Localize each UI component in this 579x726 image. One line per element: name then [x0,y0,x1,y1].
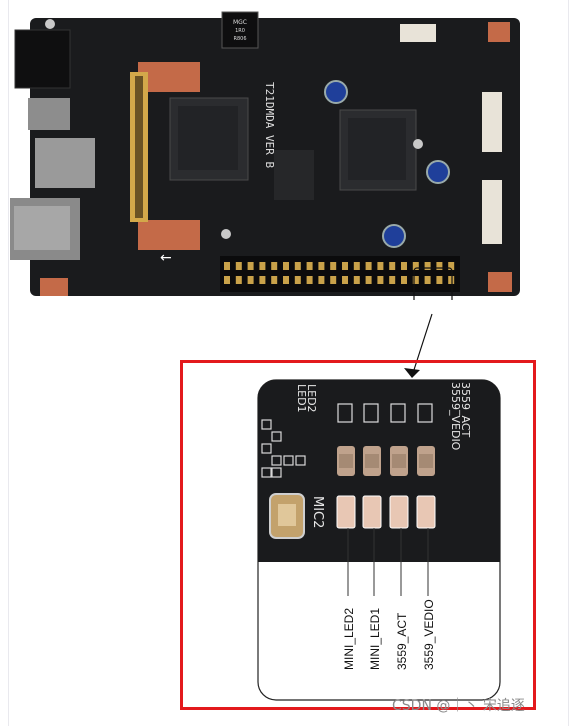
smd-pad [271,467,282,478]
header-pin [294,276,301,284]
header-pin [365,262,372,270]
smd-pad [261,467,272,478]
header-pin [401,262,407,270]
header-pin [448,276,455,284]
led-chip [362,495,382,529]
frame-left-line [8,0,9,726]
header-pin [330,276,337,284]
led-highlight-box [413,267,453,300]
header-pin [424,262,431,270]
label-mini-led2: MINI_LED2 [342,607,356,670]
header-pin [412,276,419,284]
label-3559-vedio: 3559_VEDIO [422,599,436,670]
sd-slot [35,138,95,188]
smd-pad [271,455,282,466]
header-pin [247,262,254,270]
silk-led1: LED1 [295,384,308,413]
header-pin [424,276,431,284]
csdn-watermark: CSDN @｜丶 宋追逐 [392,698,525,714]
silk-3559-vedio: 3559_VEDIO [449,382,462,451]
frame-right-line [568,0,569,726]
header-pin [342,276,348,284]
header-pin [283,262,289,270]
silk-mic2: MIC2 [310,496,325,528]
inductor-marking-mid: 1R0 [235,28,245,34]
header-pin [224,262,230,270]
header-pin [353,262,360,270]
hdmi-port [28,98,70,130]
header-pin [259,262,266,270]
svg-text:←: ← [160,250,172,266]
board-silk-text: T21DMDA VER B [263,82,276,168]
header-pin [318,276,325,284]
header-pin [401,276,407,284]
led-outline [417,403,433,423]
header-pin [412,262,419,270]
header-pin [436,276,443,284]
smd-pad [271,431,282,442]
header-pin [436,262,443,270]
header-pin [389,262,396,270]
dc-jack [14,29,71,89]
header-pin [365,276,372,284]
led-chip [389,495,409,529]
led-chip [416,495,436,529]
header-pin [283,276,289,284]
header-pin [306,276,313,284]
header-pin [342,262,348,270]
header-pin [377,262,384,270]
zoom-red-frame [180,360,536,710]
led-chip [336,495,356,529]
header-pin [448,262,455,270]
led-outline [363,403,379,423]
header-pin [271,262,278,270]
header-pin [353,276,360,284]
silk-led2: LED2 [305,384,318,413]
smd-pad [295,455,306,466]
led-outline [390,403,406,423]
header-pin [271,276,278,284]
header-pin [259,276,266,284]
smd-pad [261,443,272,454]
inductor-marking-top: MGC [233,19,247,26]
header-pin [247,276,254,284]
board-photo: MGC 1R0 R806 T21DMDA VER B ← [10,11,520,300]
label-3559-act: 3559_ACT [395,612,409,670]
header-pin [318,262,325,270]
header-pin [224,276,230,284]
header-pin [377,276,384,284]
smd-pad [283,455,294,466]
inductor-marking-low: R806 [233,36,246,42]
label-mini-led1: MINI_LED1 [368,607,382,670]
pin-header [224,262,455,284]
header-pin [235,262,242,270]
header-pin [294,262,301,270]
led-outline [337,403,353,423]
smd-pad [261,419,272,430]
header-pin [389,276,396,284]
silk-3559-act: 3559_ACT [459,382,472,438]
header-pin [330,262,337,270]
header-pin [235,276,242,284]
header-pin [306,262,313,270]
